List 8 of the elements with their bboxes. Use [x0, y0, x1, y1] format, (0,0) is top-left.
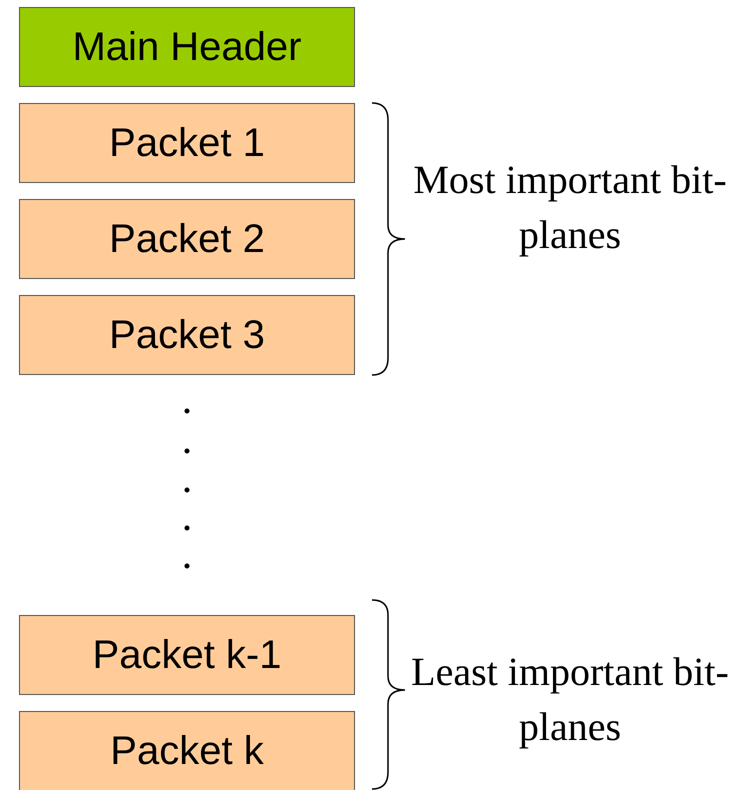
packet-box: Packet k-1 — [19, 615, 355, 695]
packet-box: Packet 2 — [19, 199, 355, 279]
header-box: Main Header — [19, 7, 355, 87]
packet-box: Packet 1 — [19, 103, 355, 183]
brace-label: Least important bit-planes — [410, 648, 730, 751]
packet-box: Packet 3 — [19, 295, 355, 375]
brace-label: Most important bit-planes — [412, 156, 728, 259]
packet-box: Packet k — [19, 711, 355, 790]
